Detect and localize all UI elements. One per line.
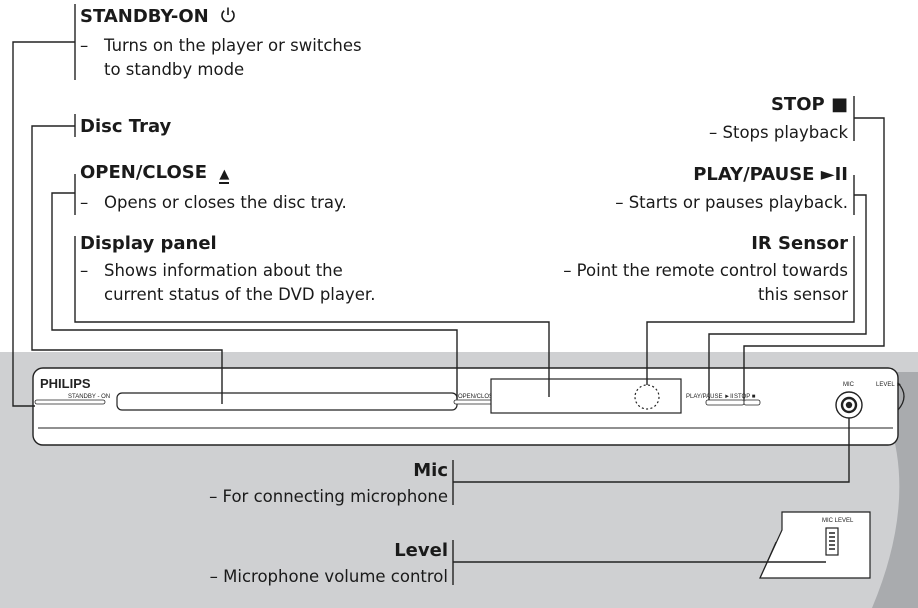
open-close-heading: OPEN/CLOSE ▲	[80, 162, 230, 184]
power-icon	[221, 7, 235, 23]
open-close-label: OPEN/CLOSE ▲	[458, 394, 505, 400]
ir-sensor-desc-2: this sensor	[757, 285, 848, 304]
display-desc-1: –Shows information about the	[80, 261, 343, 280]
stop-desc: – Stops playback	[709, 123, 848, 142]
standby-button	[34, 399, 106, 405]
ir-sensor-heading: IR Sensor	[751, 233, 848, 254]
play-pause-label: PLAY/PAUSE ►II	[686, 394, 734, 400]
open-close-button	[453, 399, 495, 405]
mic-label: MIC	[843, 382, 855, 388]
ir-sensor	[634, 384, 660, 410]
play-pause-icon: ►II	[820, 164, 848, 185]
standby-label: STANDBY - ON	[68, 394, 110, 400]
display-heading: Display panel	[80, 233, 217, 254]
level-desc: – Microphone volume control	[209, 567, 448, 586]
level-heading: Level	[394, 540, 448, 561]
disc-tray	[116, 392, 458, 411]
ir-sensor-desc-1: – Point the remote control towards	[563, 261, 848, 280]
standby-heading: STANDBY-ON	[80, 6, 237, 28]
stop-heading: STOP ■	[770, 94, 848, 115]
standby-desc-2: to standby mode	[104, 60, 245, 79]
disc-tray-heading: Disc Tray	[80, 116, 172, 137]
mic-jack-inner	[840, 396, 858, 414]
eject-icon: ▲	[219, 167, 230, 184]
play-pause-button	[705, 399, 745, 406]
background-swoosh	[865, 372, 918, 608]
stop-button	[743, 399, 761, 406]
connector-lines	[12, 4, 885, 585]
stop-icon: ■	[830, 94, 848, 115]
mic-desc: – For connecting microphone	[209, 487, 448, 506]
brand-logo: PHILIPS	[40, 376, 91, 391]
play-pause-heading: PLAY/PAUSE ►II	[693, 164, 848, 185]
open-close-desc: –Opens or closes the disc tray.	[80, 193, 347, 212]
stop-label: STOP ■	[734, 394, 756, 400]
inset-label: MIC LEVEL	[822, 518, 854, 524]
display-panel	[490, 378, 682, 414]
level-label: LEVEL ►	[876, 382, 902, 388]
play-pause-desc: – Starts or pauses playback.	[615, 193, 848, 212]
standby-desc-1: –Turns on the player or switches	[80, 36, 362, 55]
display-desc-2: current status of the DVD player.	[104, 285, 376, 304]
mic-heading: Mic	[413, 460, 448, 481]
